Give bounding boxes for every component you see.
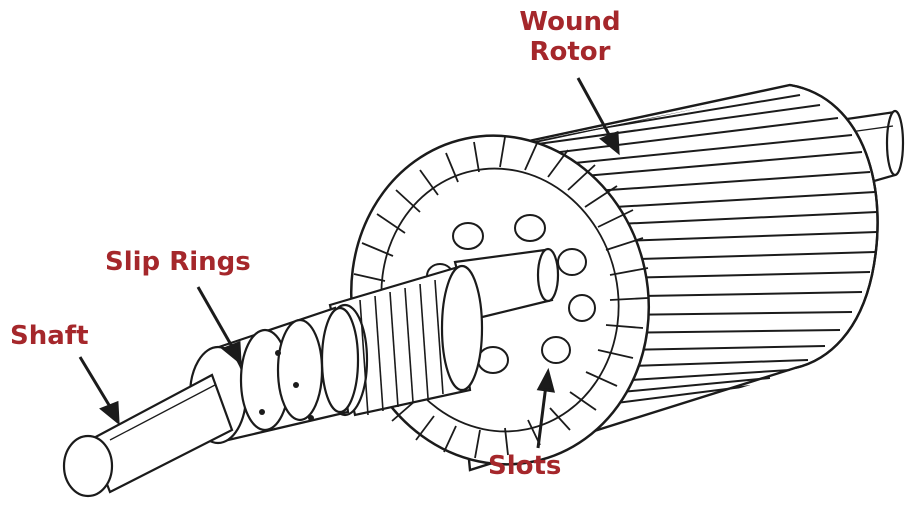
label-shaft: Shaft [10,322,89,352]
label-wound-rotor: Wound Rotor [505,8,635,68]
label-wound-rotor-line2: Rotor [505,38,635,68]
label-slots: Slots [488,452,561,482]
shaft-left [64,375,232,496]
label-slip-rings: Slip Rings [105,248,251,278]
label-wound-rotor-line1: Wound [505,8,635,38]
